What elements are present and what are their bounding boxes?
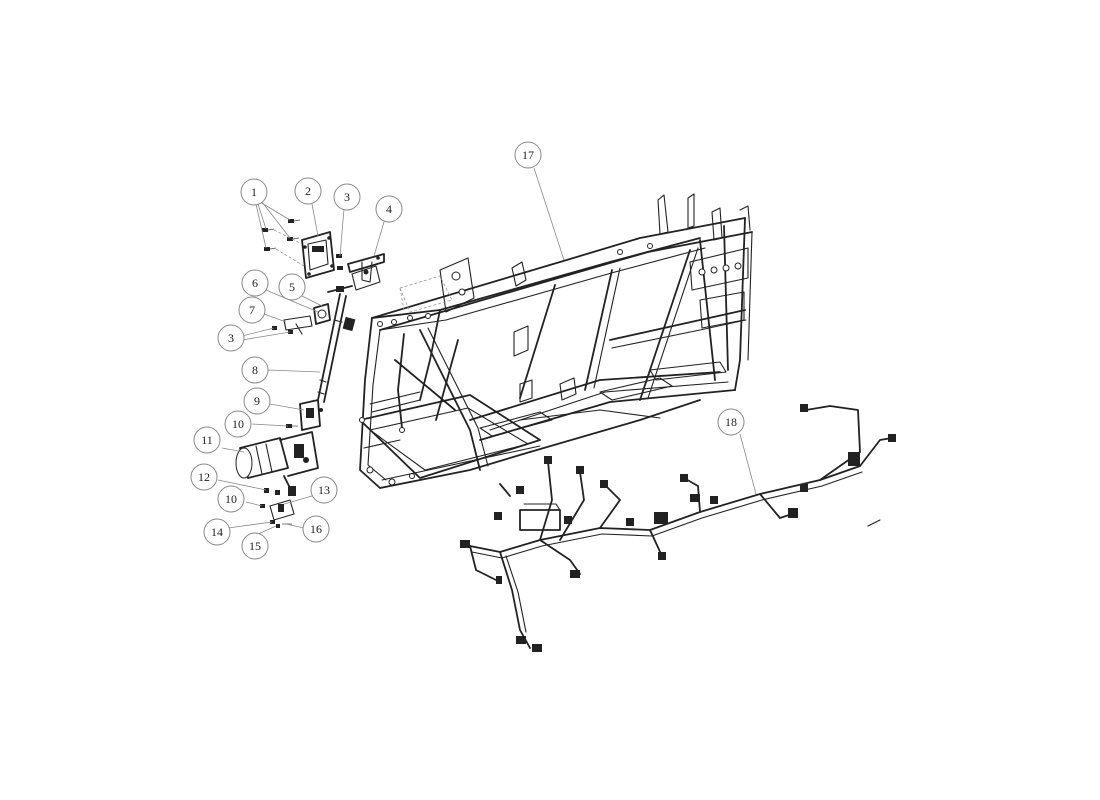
callout-17: 17 <box>514 141 542 169</box>
svg-text:15: 15 <box>249 539 261 553</box>
svg-text:3: 3 <box>344 190 350 204</box>
callout-11: 11 <box>193 426 221 454</box>
callout-1: 1 <box>240 178 268 206</box>
callout-3a: 3 <box>333 183 361 211</box>
bushing <box>313 303 331 325</box>
svg-text:10: 10 <box>232 417 244 431</box>
svg-text:8: 8 <box>252 363 258 377</box>
ecu-module <box>301 231 335 279</box>
callout-8: 8 <box>241 356 269 384</box>
svg-text:10: 10 <box>225 492 237 506</box>
svg-text:4: 4 <box>386 202 392 216</box>
callout-13: 13 <box>310 476 338 504</box>
svg-text:3: 3 <box>228 331 234 345</box>
svg-text:12: 12 <box>198 470 210 484</box>
u-joint <box>299 399 323 431</box>
callout-10a: 10 <box>224 410 252 438</box>
shaft-bracket <box>283 315 313 335</box>
callout-4: 4 <box>375 195 403 223</box>
callout-9: 9 <box>243 387 271 415</box>
svg-text:13: 13 <box>318 483 330 497</box>
callout-18: 18 <box>717 408 745 436</box>
svg-text:2: 2 <box>305 184 311 198</box>
wiring-harness <box>460 404 896 652</box>
callout-14: 14 <box>203 518 231 546</box>
atv-frame <box>359 193 753 489</box>
svg-text:5: 5 <box>289 280 295 294</box>
callout-15: 15 <box>241 532 269 560</box>
callout-7: 7 <box>238 296 266 324</box>
callout-16: 16 <box>302 515 330 543</box>
svg-text:14: 14 <box>211 525 223 539</box>
svg-text:18: 18 <box>725 415 737 429</box>
callout-5: 5 <box>278 273 306 301</box>
lower-screws <box>272 326 293 334</box>
svg-text:6: 6 <box>252 276 258 290</box>
leader-lines <box>217 167 757 535</box>
steering-shaft <box>317 293 356 403</box>
bracket-screws <box>336 254 343 270</box>
svg-text:1: 1 <box>251 185 257 199</box>
svg-text:16: 16 <box>310 522 322 536</box>
callout-12: 12 <box>190 463 218 491</box>
ecu-bracket <box>347 253 385 291</box>
callout-3b: 3 <box>217 324 245 352</box>
ecu-screws <box>262 219 305 267</box>
svg-text:17: 17 <box>522 148 534 162</box>
svg-text:7: 7 <box>249 303 255 317</box>
lower-fasteners <box>264 488 280 495</box>
eps-motor <box>235 431 319 496</box>
lower-coupler <box>269 499 295 521</box>
callout-6: 6 <box>241 269 269 297</box>
callout-10b: 10 <box>217 485 245 513</box>
steering-clamp-top <box>327 285 353 293</box>
upper-bolts <box>286 424 298 428</box>
callout-2: 2 <box>294 177 322 205</box>
svg-text:11: 11 <box>201 433 213 447</box>
svg-text:9: 9 <box>254 394 260 408</box>
